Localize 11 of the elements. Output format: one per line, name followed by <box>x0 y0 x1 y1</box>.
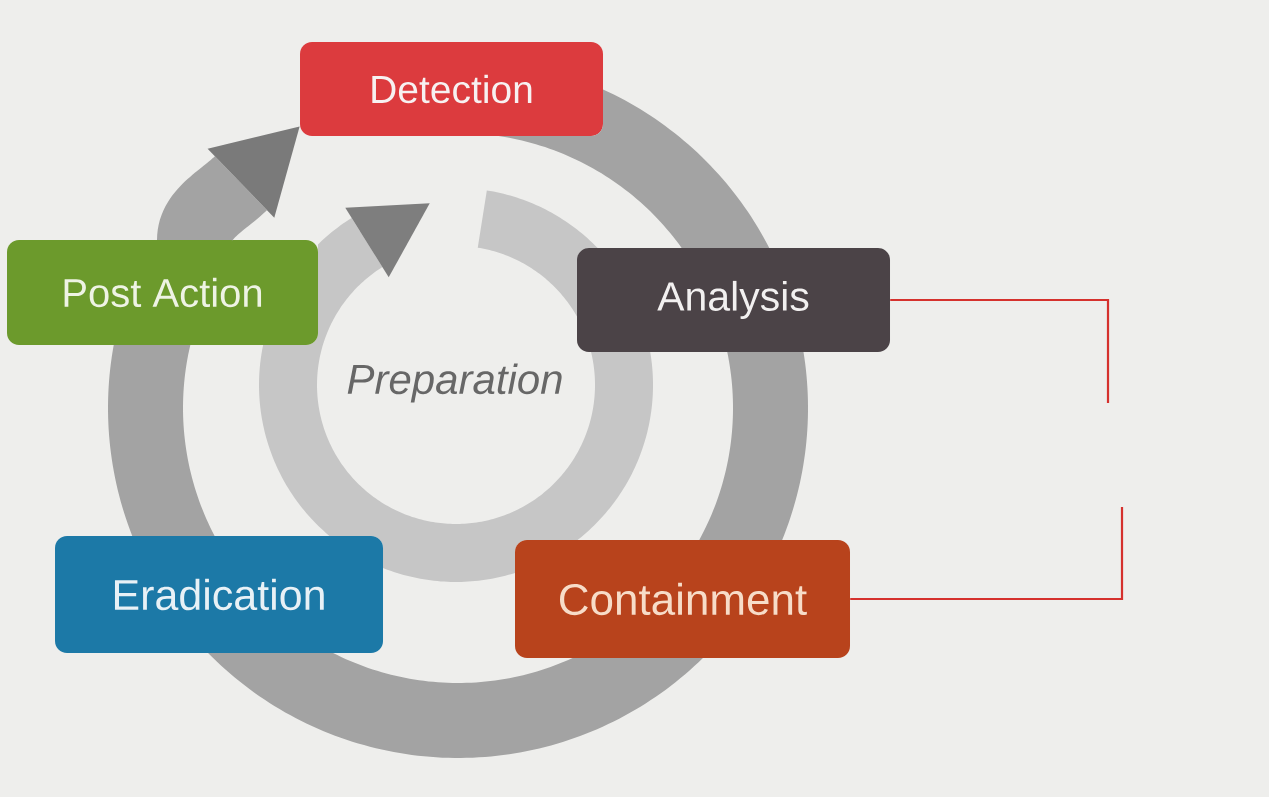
connector-line <box>850 507 1124 601</box>
process-box: Containment <box>515 540 850 658</box>
ring-segment <box>208 653 703 758</box>
ring-segment <box>699 352 808 540</box>
center-label: Preparation <box>347 363 562 403</box>
ring-segment <box>108 344 215 536</box>
connector-line <box>890 298 1110 403</box>
process-box: Analysis <box>577 248 890 352</box>
process-box: Eradication <box>55 536 383 653</box>
process-box: Detection <box>300 42 603 136</box>
process-box: Post Action <box>7 240 318 345</box>
